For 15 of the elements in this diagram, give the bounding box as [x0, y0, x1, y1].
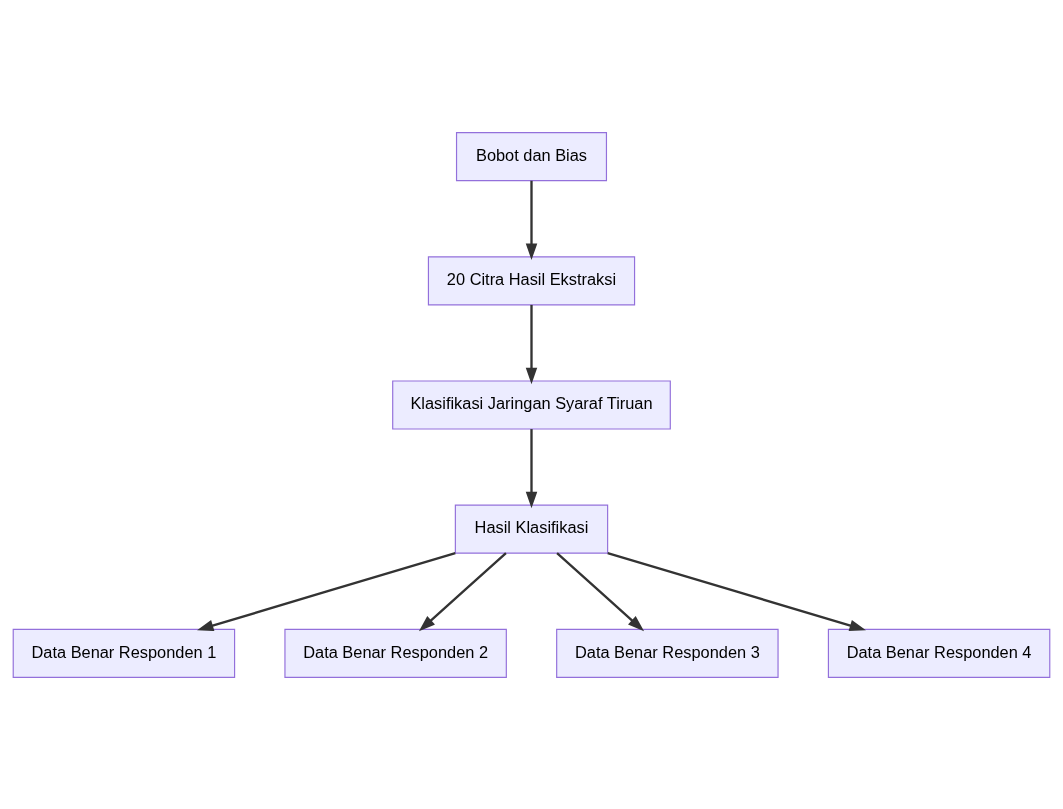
node-box: Data Benar Responden 3 — [556, 628, 779, 678]
arrow — [525, 304, 538, 384]
arrow — [418, 551, 507, 631]
node-box: Bobot dan Bias — [455, 131, 608, 181]
node-box: Data Benar Responden 4 — [827, 628, 1051, 678]
arrow — [525, 428, 538, 508]
node-box: Data Benar Responden 2 — [284, 628, 507, 678]
arrow — [525, 180, 538, 260]
node-box: 20 Citra Hasil Ekstraksi — [427, 255, 636, 305]
node-box: Hasil Klasifikasi — [454, 504, 609, 554]
arrow — [197, 551, 456, 631]
node-box: Data Benar Responden 1 — [12, 628, 236, 678]
arrow — [607, 551, 866, 631]
node-box: Klasifikasi Jaringan Syaraf Tiruan — [392, 379, 671, 430]
arrow — [556, 551, 645, 631]
